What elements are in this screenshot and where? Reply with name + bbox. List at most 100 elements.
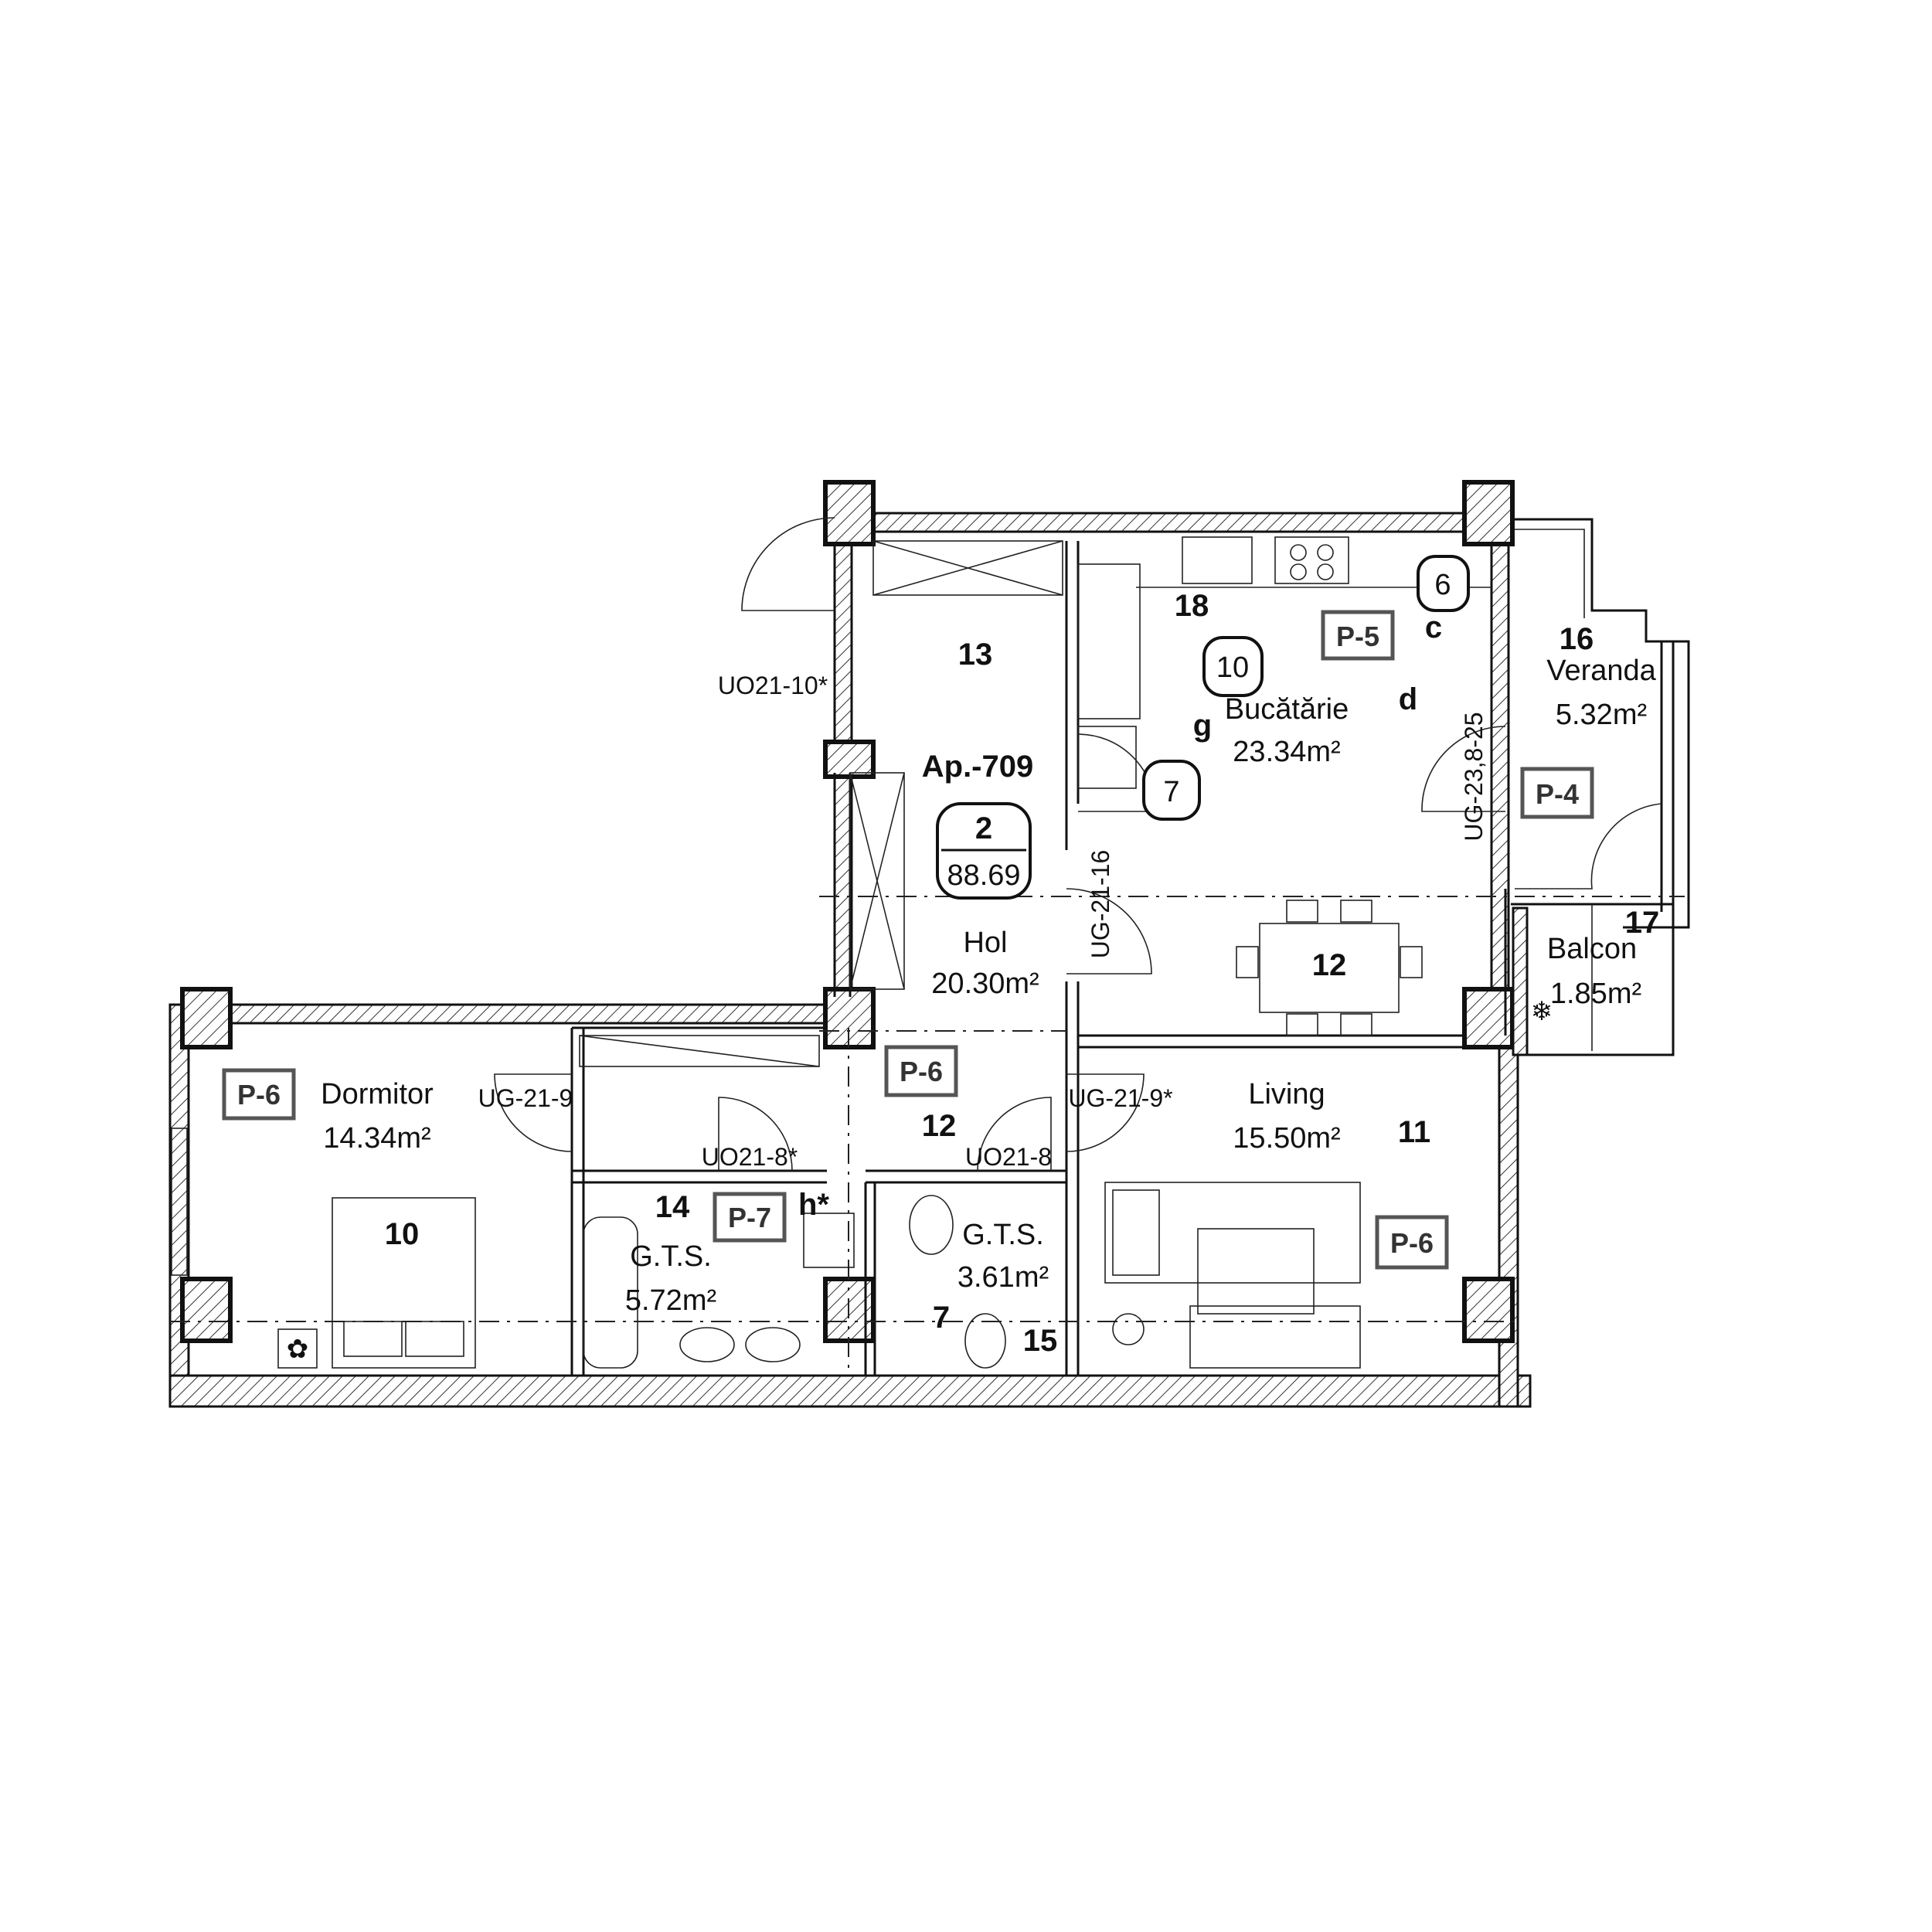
chair-icon [1286, 900, 1318, 923]
panel-tag: P-4 [1536, 778, 1579, 810]
pillow-icon [405, 1321, 464, 1357]
burner [1317, 563, 1334, 580]
window-cross [579, 1035, 820, 1067]
item-number: 17 [1625, 906, 1660, 940]
snowflake-icon: ❄ [1531, 997, 1553, 1026]
letter-mark: d [1399, 682, 1417, 716]
furniture: ✿ ❄ [277, 536, 1553, 1369]
item-number: 16 [1560, 622, 1594, 656]
room-area-hol: 20.30m² [931, 968, 1039, 1000]
chair-icon [1340, 900, 1372, 923]
letter-mark: c [1425, 611, 1442, 645]
door-swing [741, 517, 835, 611]
room-area-living: 15.50m² [1233, 1122, 1340, 1155]
panel-tag: P-6 [900, 1056, 943, 1087]
item-number: 13 [958, 638, 993, 672]
veranda-outline [1511, 518, 1690, 929]
column [1462, 480, 1515, 546]
washing-machine-icon [803, 1213, 855, 1268]
door-tag: UO21-8* [702, 1143, 798, 1171]
door-swing [1421, 726, 1506, 812]
window [872, 540, 1063, 596]
washbasin-icon [909, 1195, 954, 1255]
circled-number-badge [1202, 636, 1264, 697]
circled-numbers: 10 7 6 [1142, 555, 1470, 821]
panel-tag-box [1321, 610, 1395, 661]
cabinet-icon [1077, 726, 1137, 789]
washbasin-icon [679, 1327, 735, 1362]
room-name-hol: Hol [963, 927, 1007, 959]
window-cross [849, 772, 905, 990]
wall-bottom [168, 1374, 1532, 1408]
sofa-icon [1189, 1305, 1361, 1369]
door-swing [494, 1073, 573, 1152]
sofa-arm [1112, 1189, 1160, 1276]
outer-walls [168, 512, 1532, 1408]
panel-tag: P-5 [1336, 621, 1379, 652]
room-labels: Hol 20.30m² Bucătărie 23.34m² Veranda 5.… [321, 655, 1656, 1317]
bathtub-icon [583, 1216, 638, 1369]
item-number: 12 [922, 1109, 957, 1143]
sofa-icon [1104, 1182, 1361, 1284]
window-cross [872, 540, 1063, 596]
door-tags: UO21-10* UG-21-16 UG-23,8-25 UG-21-9 UG-… [478, 672, 1488, 1171]
panel-tag-box [1520, 767, 1594, 819]
room-name-balcon: Balcon [1547, 933, 1637, 965]
wall-left-lower [168, 1003, 190, 1408]
wall-top-bedroom [168, 1003, 852, 1025]
column [180, 987, 233, 1049]
room-name-gts-2: G.T.S. [962, 1219, 1044, 1251]
door-swing [718, 1097, 793, 1172]
circled-number: 6 [1434, 569, 1451, 601]
door-tag: UG-21-16 [1087, 850, 1114, 959]
sink-icon [1182, 536, 1253, 584]
room-name-gts-1: G.T.S. [630, 1240, 712, 1273]
plant-icon [1112, 1313, 1145, 1345]
room-area-gts-2: 3.61m² [957, 1261, 1049, 1294]
letter-mark: h* [798, 1188, 829, 1222]
circled-number: 7 [1163, 776, 1179, 808]
item-number: 10 [385, 1217, 420, 1251]
circled-number-badge [1142, 760, 1201, 821]
dining-table-icon [1259, 923, 1400, 1013]
item-number: 11 [1398, 1115, 1430, 1149]
panel-tag-box [222, 1068, 296, 1121]
burner [1317, 544, 1334, 561]
chair-icon [1236, 946, 1259, 978]
burner [1290, 563, 1307, 580]
letter-marks: c d g h* [798, 611, 1442, 1222]
door-swing [1066, 1073, 1145, 1152]
item-number: 7 [933, 1301, 950, 1335]
veranda-inner [1515, 529, 1585, 618]
windows [171, 540, 1063, 1276]
pillow-icon [343, 1321, 403, 1357]
panel-tag-box [1375, 1215, 1449, 1270]
apartment-label: Ap.-709 2 88.69 [922, 750, 1033, 900]
wall-right-lower [1498, 1026, 1519, 1408]
chair-icon [1286, 1013, 1318, 1036]
panel-tags: P-5 P-4 P-6 P-6 P-6 P-7 [222, 610, 1594, 1270]
letter-mark: g [1193, 709, 1212, 743]
door-tag: UG-23,8-25 [1460, 712, 1488, 841]
chair-icon [1340, 1013, 1372, 1036]
column [823, 740, 876, 779]
room-area-balcon: 1.85m² [1550, 978, 1641, 1010]
apartment-area: 88.69 [947, 859, 1020, 892]
nightstand-icon [277, 1328, 318, 1369]
column [1462, 1277, 1515, 1343]
balcony-wall [1512, 906, 1529, 1056]
circled-number: 10 [1216, 651, 1249, 684]
room-area-dormitor: 14.34m² [323, 1122, 430, 1155]
panel-tag: P-6 [237, 1079, 281, 1111]
item-number: 14 [655, 1190, 690, 1224]
room-area-gts-1: 5.72m² [625, 1284, 716, 1317]
fridge-icon [1077, 563, 1141, 719]
room-name-living: Living [1248, 1078, 1325, 1111]
item-numbers: 13 18 16 12 17 12 11 10 14 7 15 [385, 589, 1660, 1358]
bed-icon [332, 1197, 476, 1369]
door-tag: UO21-10* [718, 672, 828, 699]
stove-icon [1274, 536, 1349, 584]
room-name-veranda: Veranda [1546, 655, 1656, 687]
door-swing [1066, 888, 1152, 975]
washbasin-icon [745, 1327, 801, 1362]
